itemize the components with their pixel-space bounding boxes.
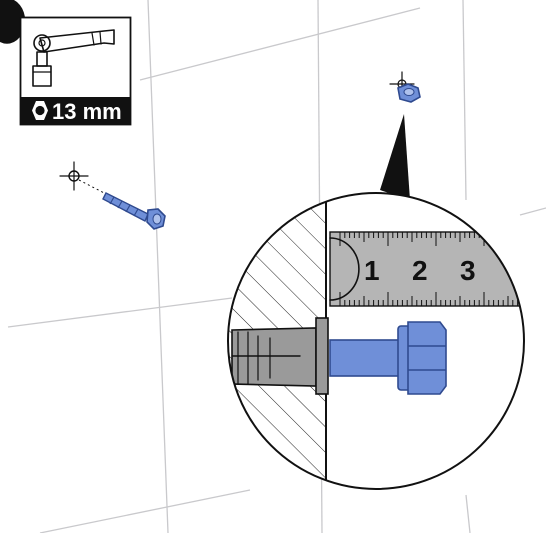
wall-anchor bbox=[231, 317, 329, 395]
screw-left bbox=[59, 161, 166, 230]
zoom-pointer bbox=[380, 114, 410, 200]
ruler-number-1: 1 bbox=[364, 255, 380, 286]
installed-screw-top bbox=[389, 71, 421, 103]
screw-left-thread bbox=[102, 192, 149, 222]
bolt bbox=[329, 321, 447, 395]
ruler-number-2: 2 bbox=[412, 255, 428, 286]
ruler-number-3: 3 bbox=[460, 255, 476, 286]
hex-socket-icon bbox=[32, 101, 48, 120]
socket-size-label: 13 mm bbox=[52, 99, 122, 124]
zoom-detail: 1 2 3 bbox=[227, 192, 525, 490]
socket-wrench-icon bbox=[32, 29, 115, 87]
tool-panel: 13 mm bbox=[19, 16, 132, 126]
measuring-ruler: 1 2 3 bbox=[329, 231, 524, 307]
step-badge bbox=[0, 0, 26, 44]
